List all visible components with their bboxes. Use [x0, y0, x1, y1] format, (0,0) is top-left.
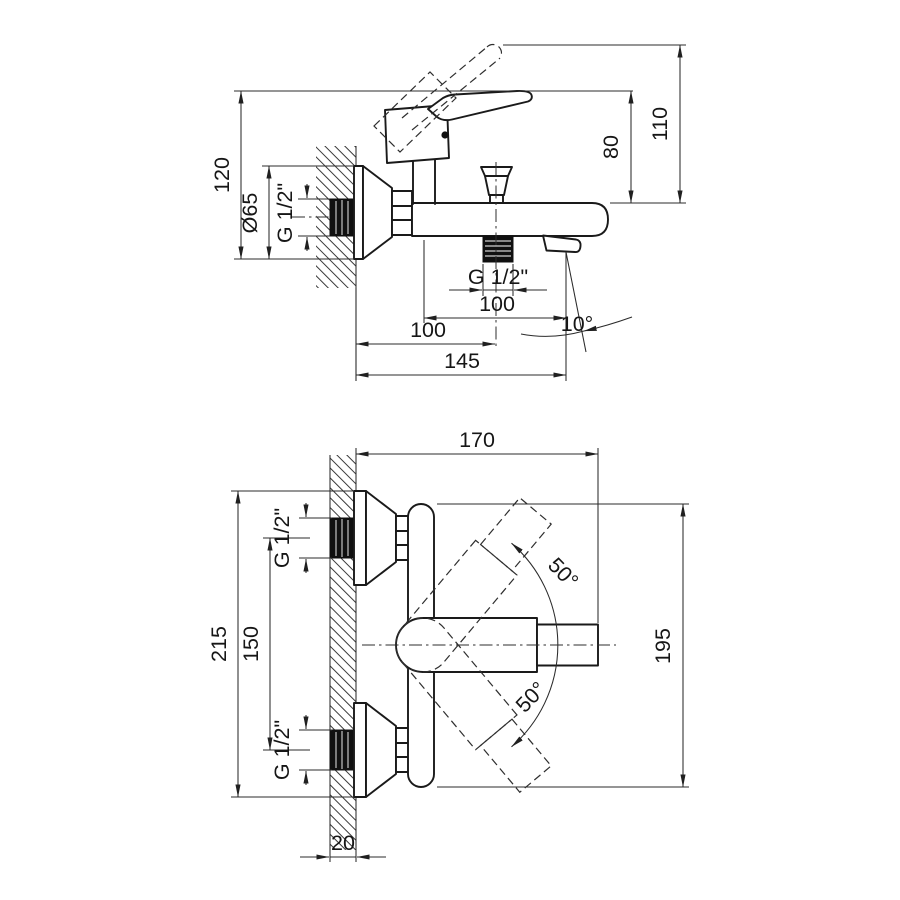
- faucet-body: [411, 202, 609, 237]
- dim-g12-outlet-label: G 1/2": [468, 265, 528, 289]
- spout-angle-arc: [583, 316, 633, 332]
- dim-100a-label: 100: [479, 292, 515, 316]
- dim-80-label: 80: [599, 135, 623, 159]
- wall-hatch-front: [330, 455, 356, 850]
- dim-150-label: 150: [239, 626, 263, 662]
- dim-110-label: 110: [648, 107, 672, 141]
- lever-indicator-dot: [441, 131, 449, 139]
- outlet-thread: [482, 235, 514, 263]
- handle-swing-arc: [511, 542, 559, 748]
- inlet-bottom: [329, 702, 410, 798]
- hex-nut: [391, 190, 413, 236]
- dim-50-lower-label: 50°: [511, 677, 551, 717]
- dim-170-label: 170: [459, 428, 495, 452]
- spout-angle-arc-tail: [520, 330, 585, 337]
- dim-spout-angle-label: 10°: [561, 312, 594, 336]
- dim-120-label: 120: [210, 157, 234, 193]
- dim-50-upper-label: 50°: [543, 553, 583, 593]
- cartridge-cap: [384, 104, 450, 164]
- inlet-thread: [329, 198, 355, 237]
- dim-g12-top-label: G 1/2": [270, 508, 294, 568]
- dim-215-label: 215: [207, 626, 231, 662]
- inlet-top: [329, 490, 410, 586]
- dim-100b-label: 100: [410, 318, 446, 342]
- dim-195-label: 195: [651, 628, 675, 664]
- cartridge-column: [412, 158, 436, 205]
- escutcheon: [353, 165, 413, 260]
- dim-145-label: 145: [444, 349, 480, 373]
- dim-65-label: Ø65: [238, 193, 262, 234]
- handle-phantom-up: [395, 496, 553, 673]
- side-view: 10° 120 Ø65 G 1/2" 80 110 G 1/2": [210, 43, 686, 381]
- dim-g12-bottom-label: G 1/2": [270, 720, 294, 780]
- handle-phantom-down: [395, 617, 553, 794]
- lever-handle-raised-phantom: [373, 43, 503, 153]
- lever-handle: [427, 90, 533, 122]
- dim-20-label: 20: [331, 831, 355, 855]
- front-view: 50° 50° 170 195 215 150 G 1/2" G 1/2": [207, 428, 689, 862]
- spout-outlet: [542, 234, 582, 253]
- spout-angle-line: [565, 251, 587, 353]
- dim-g12-inlet-label: G 1/2": [273, 183, 297, 243]
